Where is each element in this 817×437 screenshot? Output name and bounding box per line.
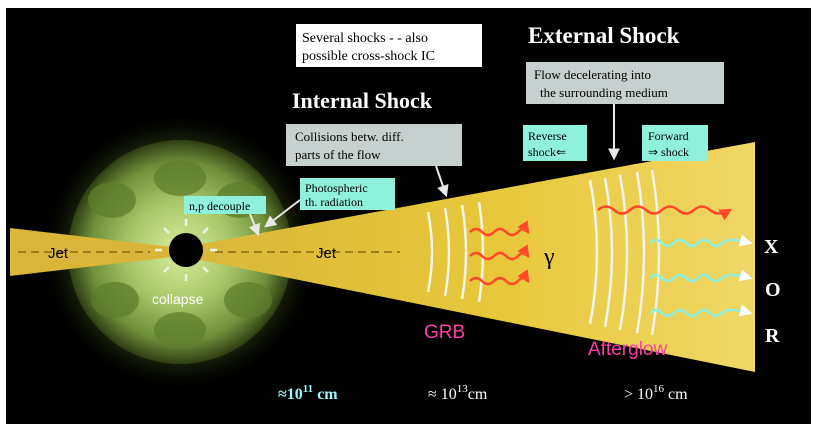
np-decouple-text: n,p decouple	[189, 199, 250, 213]
flow-decel-text-1: Flow decelerating into	[534, 67, 651, 82]
afterglow-label: Afterglow	[588, 339, 667, 360]
flow-decel-text-2: the surrounding medium	[540, 85, 668, 100]
label-reverse-shock: Reverse shock⇐	[523, 125, 587, 161]
left-jet	[10, 228, 180, 276]
scale-1e11: ≈1011 cm	[278, 383, 338, 403]
photospheric-text-1: Photospheric	[305, 181, 368, 195]
scale-1e16: > 1016 cm	[624, 383, 688, 403]
central-engine	[155, 219, 217, 281]
band-r-label: R	[765, 325, 780, 347]
several-shocks-text-2: possible cross-shock IC	[302, 49, 435, 64]
reverse-text-2: shock⇐	[528, 145, 566, 159]
scale-1e13: ≈ 1013cm	[428, 383, 488, 403]
jet-label-right: Jet	[316, 245, 337, 262]
external-shock-heading: External Shock	[528, 23, 680, 48]
label-forward-shock: Forward ⇒ shock	[642, 125, 708, 161]
afterglow-arrows	[597, 205, 753, 318]
internal-shock-fronts	[426, 201, 485, 303]
forward-text-2: ⇒ shock	[648, 145, 689, 159]
external-shock-fronts	[588, 169, 661, 336]
callout-collisions: Collisions betw. diff. parts of the flow	[286, 124, 462, 198]
gamma-ray-arrows	[469, 220, 530, 286]
star-infall-cells	[88, 160, 272, 348]
callout-flow-decelerating: Flow decelerating into the surrounding m…	[526, 62, 724, 161]
grb-label: GRB	[424, 322, 465, 343]
band-x-label: X	[764, 236, 779, 258]
forward-text-1: Forward	[648, 129, 689, 143]
collisions-text-2: parts of the flow	[295, 147, 381, 162]
label-photospheric: Photospheric th. radiation	[264, 178, 395, 228]
band-o-label: O	[765, 279, 781, 301]
jet-label-left: Jet	[48, 245, 69, 262]
internal-shock-heading: Internal Shock	[292, 88, 433, 113]
gamma-label: γ	[543, 244, 555, 270]
photospheric-text-2: th. radiation	[305, 195, 363, 209]
collisions-text-1: Collisions betw. diff.	[295, 129, 404, 144]
reverse-text-1: Reverse	[528, 129, 567, 143]
several-shocks-text-1: Several shocks - - also	[302, 31, 428, 46]
label-np-decouple: n,p decouple	[184, 196, 266, 237]
collapse-label: collapse	[152, 291, 204, 307]
right-jet-cone	[180, 142, 755, 372]
callout-several-shocks: Several shocks - - also possible cross-s…	[296, 24, 482, 67]
